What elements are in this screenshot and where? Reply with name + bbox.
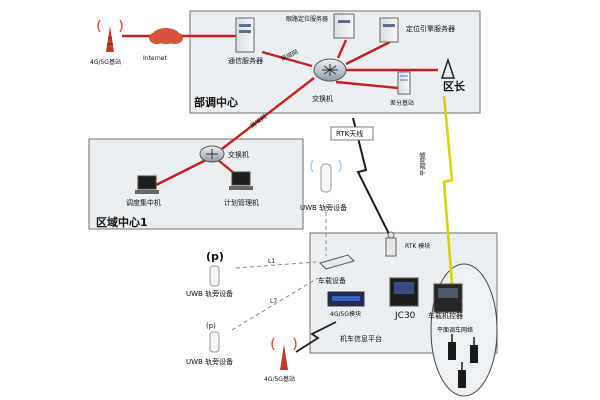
controller-icon xyxy=(433,283,463,313)
dispatch-switch-label: 交换机 xyxy=(312,94,333,103)
rtk-module-icon xyxy=(385,231,397,257)
jc30-device-icon xyxy=(389,277,419,307)
vehicle-device-label: 车载设备 xyxy=(318,276,346,285)
district-antenna-icon xyxy=(440,57,456,79)
location-server-icon xyxy=(333,13,355,39)
uwb-left-1-label: UWB 轨旁设备 xyxy=(186,289,233,298)
uwb-link-l1 xyxy=(235,261,317,269)
comm-server-label: 通信服务器 xyxy=(228,56,263,65)
uwb-top-icon xyxy=(310,159,342,193)
plan-host-icon xyxy=(229,171,253,190)
rtk-antenna-label: RTK天线 xyxy=(336,129,363,138)
cloud-icon xyxy=(149,28,183,44)
link-l1-label: L1 xyxy=(268,258,275,265)
diff-base-station-icon xyxy=(397,71,411,95)
engine-server-to-switch-link xyxy=(345,40,391,66)
radio-handsets xyxy=(448,334,478,388)
router-label: 4G/5G模块 xyxy=(330,310,361,318)
dispatch-host-icon xyxy=(135,175,159,194)
uwb-left-1-p: (p) xyxy=(206,250,224,263)
uwb-top-label: UWB 轨旁设备 xyxy=(300,203,347,212)
rtk-antenna-box xyxy=(330,126,374,141)
diff-base-station-label: 差分基站 xyxy=(390,99,414,107)
regional-switch-icon xyxy=(199,145,225,163)
bottom-wireless-link xyxy=(295,321,337,353)
bottom-base-station-icon xyxy=(271,337,297,370)
district-wireless-link xyxy=(442,95,454,285)
controller-label: 车载机控器 xyxy=(428,311,463,320)
internet-label: Internet xyxy=(143,55,167,62)
jc30-label: JC30 xyxy=(394,311,416,321)
plan-host-label: 计划管理机 xyxy=(224,198,259,207)
dispatch-center-title: 部调中心 xyxy=(194,95,238,109)
comm-server-to-switch-link xyxy=(261,50,313,68)
radio-link-label: 平调网络 xyxy=(419,152,427,176)
regional-center-title: 区域中心1 xyxy=(96,215,148,229)
dispatch-switch-icon xyxy=(313,58,347,82)
router-icon xyxy=(327,291,365,307)
district-label: 区长 xyxy=(443,79,466,93)
dispatch-host-label: 调度集中机 xyxy=(126,198,161,207)
uwb-left-1-icon xyxy=(209,265,220,287)
uwb-left-2-icon xyxy=(209,331,220,353)
base-station-label: 4G/5G基站 xyxy=(90,58,121,66)
location-server-small-label: 眼路定位服务器 xyxy=(286,15,328,23)
uwb-left-2-label: UWB 轨旁设备 xyxy=(186,357,233,366)
vehicle-device-icon xyxy=(319,254,355,270)
location-engine-server-label: 定位引擎服务器 xyxy=(406,24,455,33)
uwb-left-2-p: (p) xyxy=(206,322,216,330)
rtk-module-label: RTK 模块 xyxy=(405,242,430,250)
rtk-wireless-link xyxy=(352,117,391,237)
uwb-link-l7 xyxy=(231,277,319,331)
location-server-to-switch-link xyxy=(336,39,348,59)
switch-to-diff-base-link xyxy=(335,80,399,90)
base-station-icon xyxy=(97,19,123,52)
dispatch-to-regional-link xyxy=(217,77,315,153)
link-l7-label: L7 xyxy=(270,298,277,305)
platform-label: 机车信息平台 xyxy=(340,334,382,343)
wan-label: 局域网 xyxy=(249,113,268,130)
regional-center-panel xyxy=(88,138,304,230)
regional-switch-to-dispatch-host-link xyxy=(153,158,207,188)
regional-switch-label: 交换机 xyxy=(228,150,249,159)
radio-network-label: 平面调车网络 xyxy=(437,326,473,334)
comm-server-icon xyxy=(235,17,255,53)
engine-server-icon xyxy=(379,17,399,43)
bottom-base-station-label: 4G/5G基站 xyxy=(264,375,295,383)
